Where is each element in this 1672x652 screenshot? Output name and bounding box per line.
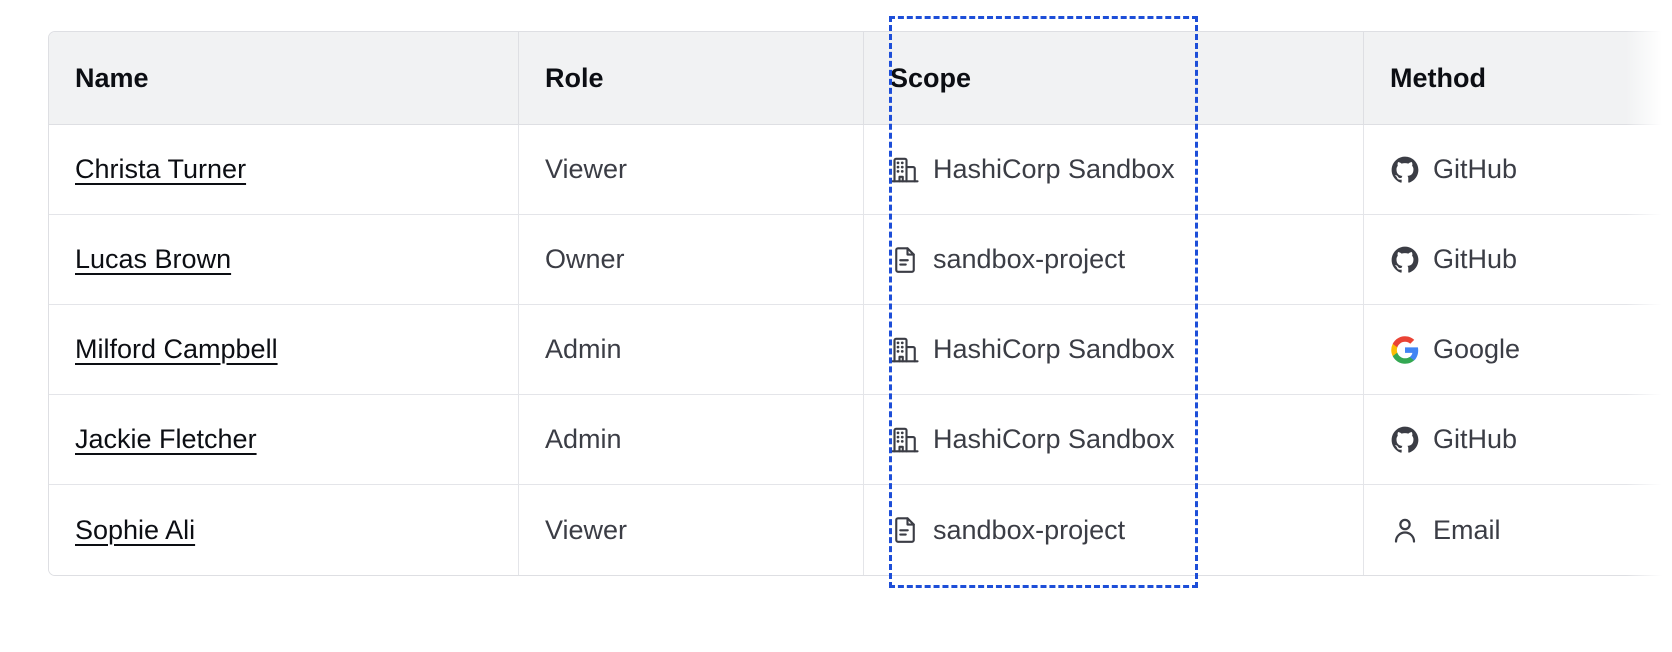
cell-role: Viewer <box>519 485 864 575</box>
cell-role: Viewer <box>519 125 864 215</box>
organization-building-icon <box>890 335 920 365</box>
user-name-link[interactable]: Lucas Brown <box>75 244 232 274</box>
github-icon <box>1390 155 1420 185</box>
google-icon <box>1390 335 1420 365</box>
scope-label: HashiCorp Sandbox <box>933 424 1175 454</box>
method-label: GitHub <box>1433 424 1518 454</box>
cell-scope: HashiCorp Sandbox <box>864 125 1364 215</box>
table-header-row: Name Role Scope Method <box>49 32 1672 125</box>
scope-label: HashiCorp Sandbox <box>933 154 1175 184</box>
column-header-role[interactable]: Role <box>519 32 864 125</box>
cell-role: Admin <box>519 305 864 395</box>
github-icon <box>1390 245 1420 275</box>
scope-label: sandbox-project <box>933 244 1126 274</box>
project-document-icon <box>890 245 920 275</box>
table-row[interactable]: Lucas Brown Owner sandbox-project GitHub <box>49 215 1672 305</box>
cell-name: Lucas Brown <box>49 215 519 305</box>
cell-scope: sandbox-project <box>864 485 1364 575</box>
cell-role: Admin <box>519 395 864 485</box>
scope-label: sandbox-project <box>933 514 1126 545</box>
user-name-link[interactable]: Christa Turner <box>75 154 247 184</box>
cell-scope: sandbox-project <box>864 215 1364 305</box>
table-header: Name Role Scope Method <box>49 32 1672 125</box>
user-name-link[interactable]: Jackie Fletcher <box>75 424 257 454</box>
cell-name: Milford Campbell <box>49 305 519 395</box>
method-label: Email <box>1433 514 1501 545</box>
organization-building-icon <box>890 425 920 455</box>
cell-method: GitHub <box>1364 215 1672 305</box>
table-row[interactable]: Sophie Ali Viewer sandbox-project Email <box>49 485 1672 575</box>
cell-name: Jackie Fletcher <box>49 395 519 485</box>
cell-method: Email <box>1364 485 1672 575</box>
cell-name: Christa Turner <box>49 125 519 215</box>
user-person-icon <box>1390 515 1420 545</box>
project-document-icon <box>890 515 920 545</box>
table-row[interactable]: Milford Campbell Admin HashiCorp Sandbox Go… <box>49 305 1672 395</box>
cell-scope: HashiCorp Sandbox <box>864 305 1364 395</box>
cell-role: Owner <box>519 215 864 305</box>
organization-building-icon <box>890 155 920 185</box>
method-label: GitHub <box>1433 244 1518 274</box>
cell-name: Sophie Ali <box>49 485 519 575</box>
user-name-link[interactable]: Sophie Ali <box>75 514 196 545</box>
cell-method: GitHub <box>1364 395 1672 485</box>
table-row[interactable]: Jackie Fletcher Admin HashiCorp Sandbox Git… <box>49 395 1672 485</box>
github-icon <box>1390 425 1420 455</box>
column-header-method[interactable]: Method <box>1364 32 1672 125</box>
scope-label: HashiCorp Sandbox <box>933 334 1175 364</box>
column-header-scope[interactable]: Scope <box>864 32 1364 125</box>
method-label: GitHub <box>1433 154 1518 184</box>
cell-scope: HashiCorp Sandbox <box>864 395 1364 485</box>
column-header-name[interactable]: Name <box>49 32 519 125</box>
method-label: Google <box>1433 334 1521 364</box>
cell-method: Google <box>1364 305 1672 395</box>
table-row[interactable]: Christa Turner Viewer HashiCorp Sandbox Git… <box>49 125 1672 215</box>
user-name-link[interactable]: Milford Campbell <box>75 334 278 364</box>
cell-method: GitHub <box>1364 125 1672 215</box>
